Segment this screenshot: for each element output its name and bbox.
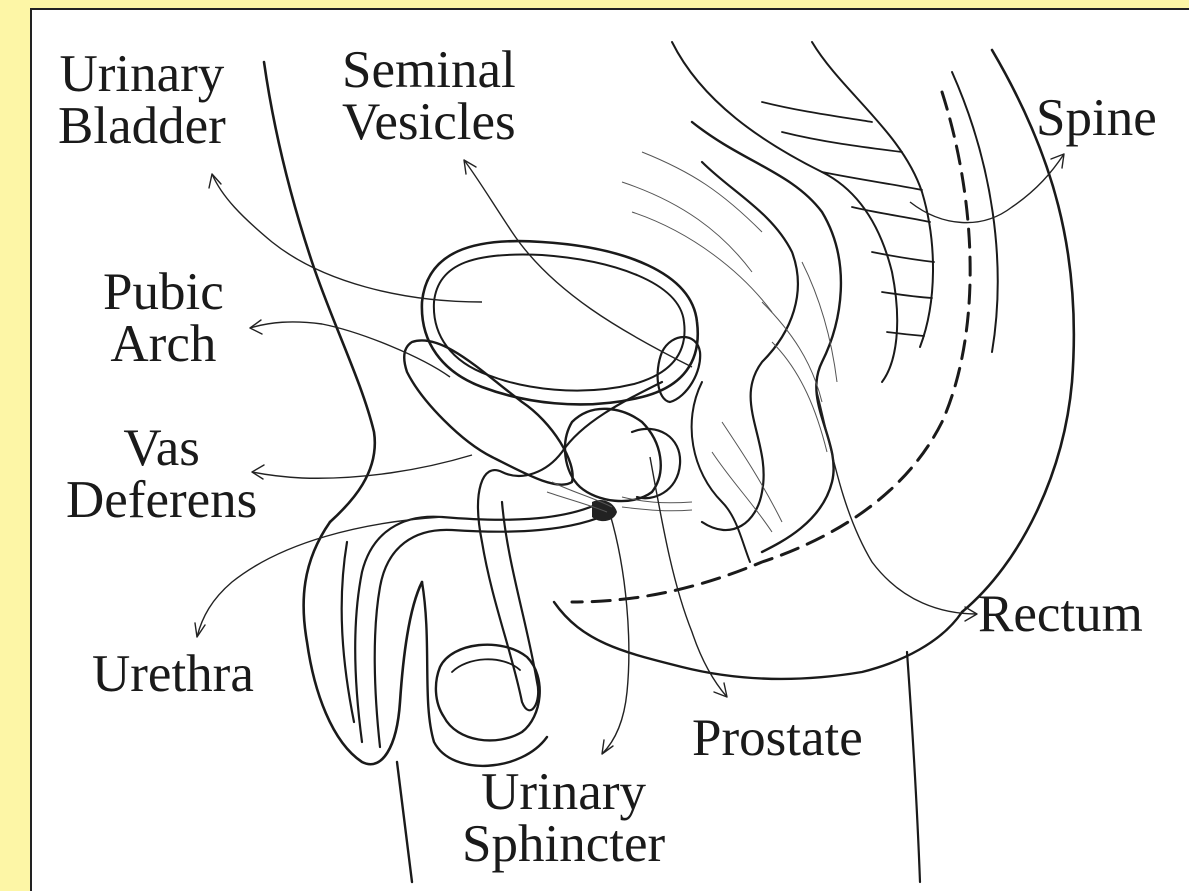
rectum-wall xyxy=(692,382,750,562)
label-prostate: Prostate xyxy=(692,712,863,764)
label-rectum: Rectum xyxy=(978,588,1143,640)
leader-vas-deferens xyxy=(252,455,472,479)
rectum-inner xyxy=(702,162,798,530)
label-pubic-arch: Pubic Arch xyxy=(103,266,224,370)
inner-back-line xyxy=(952,72,998,352)
pubic-bone xyxy=(404,340,572,484)
leader-urethra xyxy=(195,517,442,637)
bladder-inner xyxy=(434,255,685,391)
bladder-outline xyxy=(422,241,698,404)
rectum-outline xyxy=(692,122,841,552)
leg-line xyxy=(907,652,920,882)
testis-inner xyxy=(452,659,520,672)
rectum-texture xyxy=(622,152,837,532)
leader-rectum xyxy=(817,392,977,621)
penis-shaft-line xyxy=(342,542,354,722)
label-spine: Spine xyxy=(1036,92,1157,144)
vertebrae-lines xyxy=(762,102,934,336)
scrotum-outline xyxy=(422,582,547,766)
leader-urinary-bladder xyxy=(209,174,482,302)
spine-outline-2 xyxy=(812,42,933,347)
prostate-body xyxy=(565,409,661,501)
label-vas-deferens: Vas Deferens xyxy=(66,422,257,526)
urethra-tube xyxy=(355,502,602,742)
penis-outline xyxy=(304,522,422,764)
dashed-line xyxy=(572,92,970,602)
leader-spine xyxy=(910,154,1064,223)
label-seminal-vesicles: Seminal Vesicles xyxy=(342,44,516,148)
label-urinary-sphincter: Urinary Sphincter xyxy=(462,766,665,870)
urethra-tube-2 xyxy=(375,512,612,747)
leader-pubic-arch xyxy=(250,320,450,377)
label-urethra: Urethra xyxy=(92,648,254,700)
label-urinary-bladder: Urinary Bladder xyxy=(58,48,226,152)
leader-seminal-vesicles xyxy=(464,160,692,367)
leader-urinary-sphincter xyxy=(602,514,629,754)
